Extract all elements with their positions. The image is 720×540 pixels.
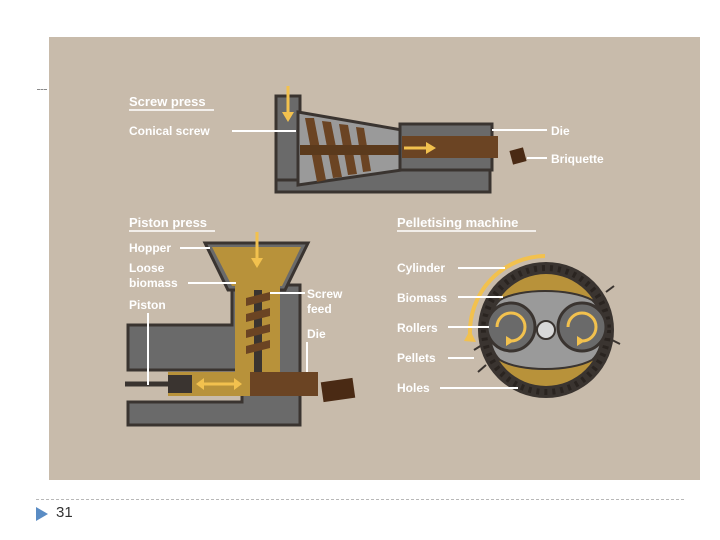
screw-feed-label-line1: Screw xyxy=(307,287,343,301)
cylinder-label: Cylinder xyxy=(397,261,445,275)
briquette xyxy=(509,147,527,165)
header-dash xyxy=(37,89,47,90)
hopper-label: Hopper xyxy=(129,241,171,255)
screw-feed-label-line2: feed xyxy=(307,302,332,316)
conical-screw-label: Conical screw xyxy=(129,124,210,138)
conical-screw xyxy=(300,118,402,182)
loose-biomass-label-line2: biomass xyxy=(129,276,178,290)
screw-feed xyxy=(246,290,270,372)
pellets xyxy=(473,285,621,373)
biomass-label: Biomass xyxy=(397,291,447,305)
holes-label: Holes xyxy=(397,381,430,395)
footer-arrow-icon xyxy=(36,507,48,521)
screw-press-title: Screw press xyxy=(129,94,206,109)
roller-left xyxy=(485,301,537,353)
piston-press-die-label: Die xyxy=(307,327,326,341)
pellets-label: Pellets xyxy=(397,351,436,365)
piston-label: Piston xyxy=(129,298,166,312)
pelletising-machine-title: Pelletising machine xyxy=(397,215,518,230)
screw-press-die-label: Die xyxy=(551,124,570,138)
briquette-label: Briquette xyxy=(551,152,604,166)
center-axle xyxy=(536,320,556,340)
screw-press-illustration xyxy=(232,86,547,194)
page-number: 31 xyxy=(56,504,73,521)
piston-press-briquette xyxy=(320,377,356,403)
roller-left-rotation-arrow xyxy=(495,311,527,343)
roller-right-rotation-arrow xyxy=(566,311,598,343)
rollers-label: Rollers xyxy=(397,321,438,335)
footer-divider xyxy=(36,499,684,500)
loose-biomass-label-line1: Loose xyxy=(129,261,165,275)
pelletising-machine-illustration xyxy=(440,254,621,398)
piston xyxy=(168,375,192,393)
piston-press-illustration xyxy=(125,232,356,427)
cylinder-rotation-arrow xyxy=(467,254,546,336)
piston-press-title: Piston press xyxy=(129,215,207,230)
roller-right xyxy=(556,301,608,353)
